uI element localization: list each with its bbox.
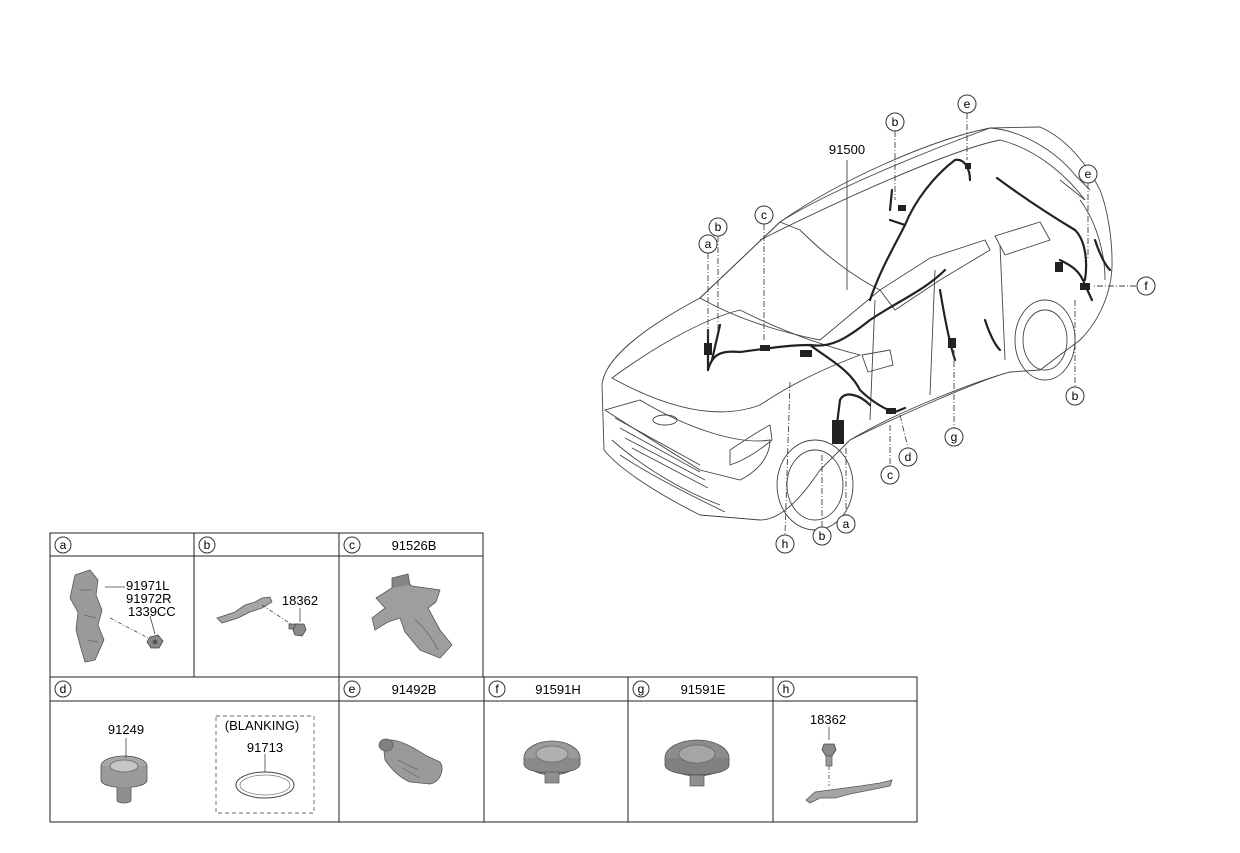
cell-header-c: c 91526B	[343, 536, 437, 554]
callout-c-top-letter: c	[761, 208, 767, 222]
callout-a-left: a	[698, 234, 718, 254]
cell-a-letter: a	[60, 538, 67, 552]
part-label-1339cc: 1339CC	[128, 604, 176, 619]
protector-91526b-illustration	[371, 573, 453, 659]
callout-b-rear: b	[1065, 386, 1085, 406]
wiring-harness	[706, 158, 1112, 442]
cell-b-letter: b	[204, 538, 211, 552]
callout-g-door: g	[944, 427, 964, 447]
blanking-label: (BLANKING)	[225, 718, 299, 733]
callout-a-left-letter: a	[705, 237, 712, 251]
harness-connectors	[704, 163, 1090, 444]
callout-d-sill-letter: d	[905, 450, 912, 464]
callout-e-roof-letter: e	[964, 97, 971, 111]
bracket-h-illustration	[805, 727, 893, 804]
cell-e-letter: e	[349, 682, 356, 696]
cell-header-a: a	[54, 536, 72, 554]
cell-header-e: e 91492B	[343, 680, 437, 698]
part-label-91500: 91500	[829, 142, 865, 157]
clip-91492b-illustration	[378, 738, 443, 785]
grommet-91591h-illustration	[523, 740, 581, 784]
cell-f-code: 91591H	[535, 682, 581, 697]
cell-header-b: b	[198, 536, 216, 554]
callout-b-roof: b	[885, 112, 905, 132]
leader-lines	[707, 113, 1136, 536]
callout-b-rear-letter: b	[1072, 389, 1079, 403]
bolt-18362-icon	[288, 608, 307, 637]
part-label-18362-h: 18362	[810, 712, 846, 727]
callout-b-left: b	[708, 217, 728, 237]
part-label-91972r: 91972R	[126, 591, 172, 606]
callout-a-bottom: a	[836, 514, 856, 534]
callout-h-bottom-letter: h	[782, 537, 789, 551]
part-label-91971l: 91971L	[126, 578, 169, 593]
cell-c-code: 91526B	[392, 538, 437, 553]
cell-g-code: 91591E	[681, 682, 726, 697]
cell-c-letter: c	[349, 538, 355, 552]
callout-b-roof-letter: b	[892, 115, 899, 129]
cell-header-d: d	[54, 680, 72, 698]
cell-h-letter: h	[783, 682, 790, 696]
callout-f-rear-letter: f	[1144, 279, 1148, 293]
cell-d-letter: d	[60, 682, 67, 696]
callout-f-rear: f	[1136, 276, 1156, 296]
parts-table	[49, 532, 918, 823]
grommet-91591e-illustration	[664, 739, 730, 787]
blanking-box	[215, 715, 315, 814]
callout-d-sill: d	[898, 447, 918, 467]
cell-g-letter: g	[638, 682, 645, 696]
car-illustration	[601, 126, 1113, 531]
callout-c-sill-letter: c	[887, 468, 893, 482]
callout-e-roof: e	[957, 94, 977, 114]
callout-c-top: c	[754, 205, 774, 225]
bracket-part-illustration	[69, 569, 156, 663]
callout-c-sill: c	[880, 465, 900, 485]
callout-e-rear: e	[1078, 164, 1098, 184]
cell-header-f: f 91591H	[488, 680, 581, 698]
cell-header-h: h	[777, 680, 795, 698]
callout-g-door-letter: g	[951, 430, 958, 444]
cell-header-g: g 91591E	[632, 680, 726, 698]
part-label-18362-b: 18362	[282, 593, 318, 608]
callout-a-bottom-letter: a	[843, 517, 850, 531]
cell-f-letter: f	[495, 682, 499, 696]
callout-b-bottom-letter: b	[819, 529, 826, 543]
grommet-91249-illustration	[100, 738, 148, 804]
callout-b-left-letter: b	[715, 220, 722, 234]
callout-e-rear-letter: e	[1085, 167, 1092, 181]
part-label-91713: 91713	[247, 740, 283, 755]
nut-1339cc-icon	[146, 634, 164, 649]
part-label-91249: 91249	[108, 722, 144, 737]
callout-h-bottom: h	[775, 534, 795, 554]
callout-b-bottom: b	[812, 526, 832, 546]
cell-e-code: 91492B	[392, 682, 437, 697]
